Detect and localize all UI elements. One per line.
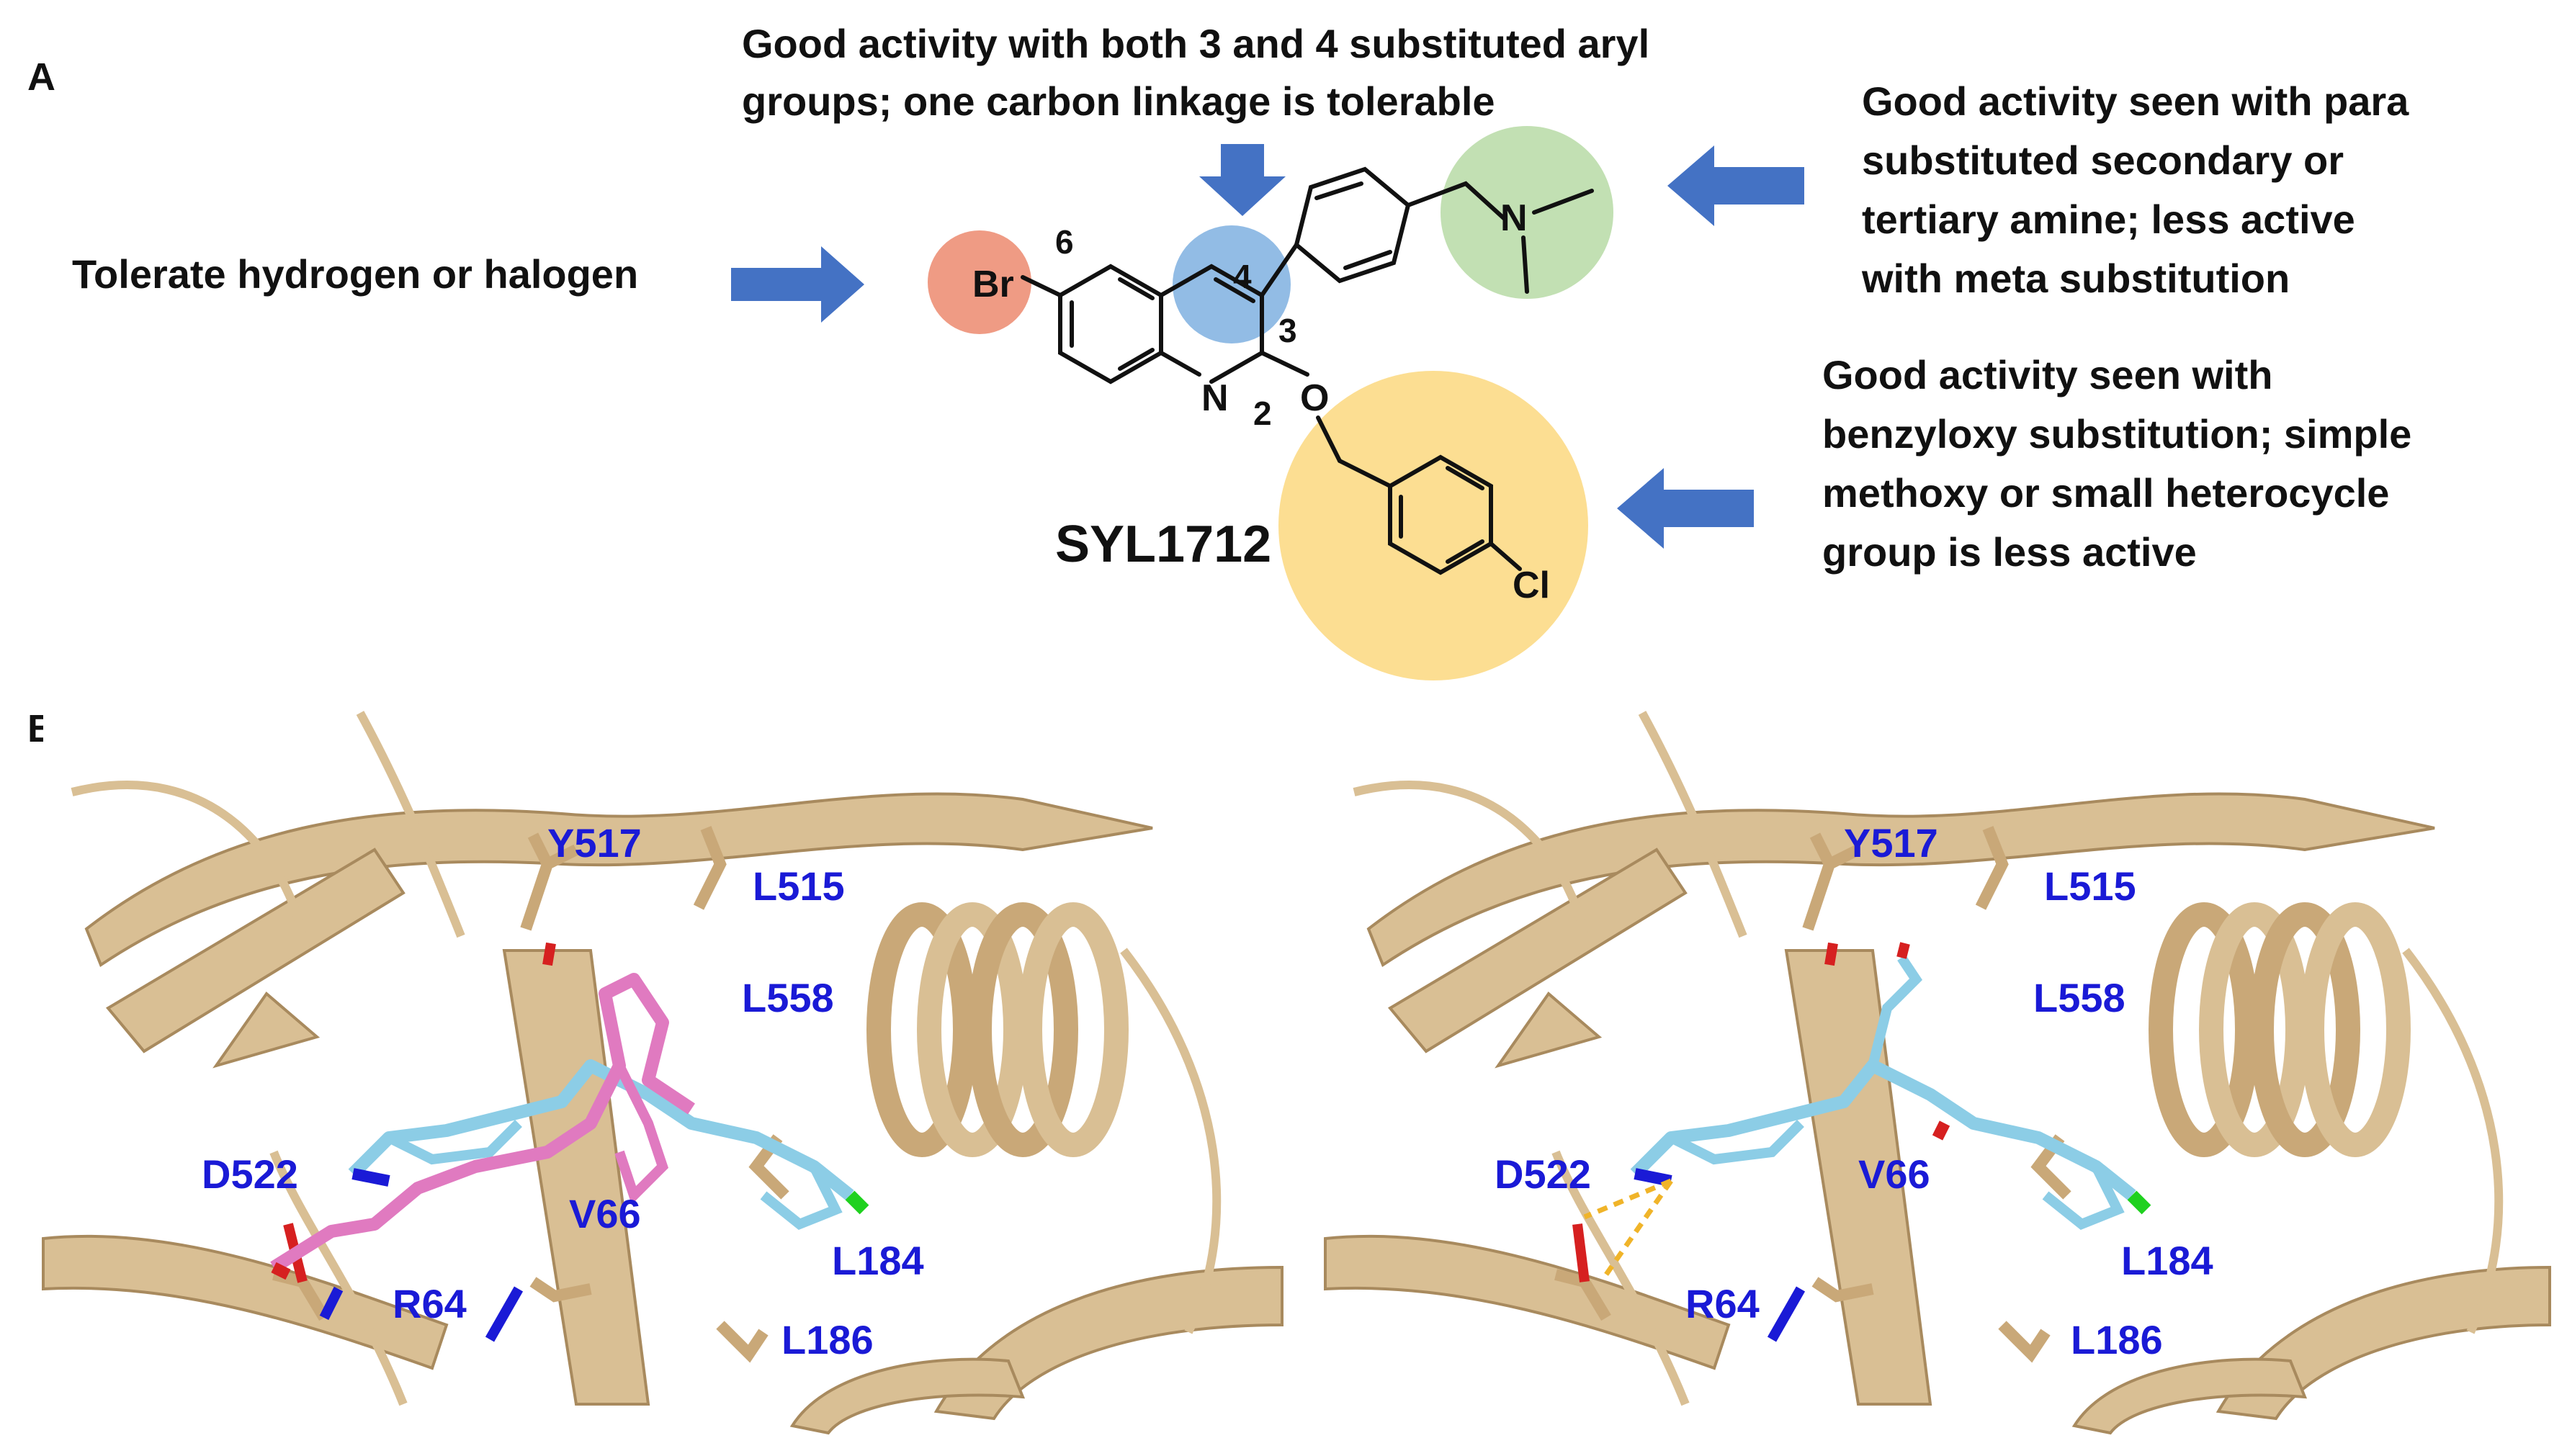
- residue-label-c-l558: L558: [2033, 975, 2125, 1020]
- position-4-label: 4: [1233, 258, 1252, 295]
- panel-a-label: A: [27, 55, 55, 99]
- residue-label-c-l515: L515: [2044, 863, 2136, 909]
- annotation-left: Tolerate hydrogen or halogen: [72, 251, 638, 297]
- arrow-right-icon: [731, 246, 864, 323]
- panel-b-protein-view: [42, 706, 1284, 1435]
- arrow-down-icon: [1199, 144, 1286, 216]
- panel-c-protein-view: [1324, 706, 2551, 1435]
- annotation-top-line2: groups; one carbon linkage is tolerable: [742, 78, 1495, 124]
- benzyl-highlight-circle: [1278, 371, 1588, 680]
- annotation-right-bottom-line1: Good activity seen with: [1822, 352, 2272, 397]
- residue-label-b-v66: V66: [569, 1191, 641, 1236]
- annotation-right-top-line1: Good activity seen with para: [1862, 78, 2409, 124]
- annotation-right-bottom-line4: group is less active: [1822, 529, 2197, 575]
- arrow-left-icon: [1617, 468, 1754, 549]
- sy-molecule-structure: [1021, 166, 1594, 575]
- position-2-label: 2: [1253, 395, 1272, 432]
- residue-label-c-v66: V66: [1858, 1151, 1930, 1197]
- atom-o-label: O: [1300, 377, 1329, 419]
- annotation-right-top-line2: substituted secondary or: [1862, 138, 2344, 183]
- residue-label-b-l186: L186: [781, 1317, 874, 1362]
- annotation-right-bottom-line2: benzyloxy substitution; simple: [1822, 411, 2411, 457]
- atom-n-ring-label: N: [1201, 377, 1229, 419]
- atom-cl-label: Cl: [1513, 565, 1550, 606]
- residue-label-b-l558: L558: [742, 975, 834, 1020]
- residue-label-b-l184: L184: [832, 1238, 924, 1283]
- residue-label-b-r64: R64: [393, 1281, 467, 1326]
- position-6-label: 6: [1055, 223, 1074, 261]
- atom-n-amine-label: N: [1500, 197, 1528, 239]
- residue-label-b-l515: L515: [753, 863, 845, 909]
- annotation-right-top-line4: with meta substitution: [1861, 256, 2290, 301]
- atom-br-label: Br: [972, 264, 1014, 305]
- amine-highlight-circle: [1441, 126, 1613, 299]
- position-3-label: 3: [1278, 312, 1297, 349]
- residue-label-b-d522: D522: [202, 1151, 298, 1197]
- arrow-left-icon: [1667, 145, 1804, 226]
- residue-label-b-y517: Y517: [547, 820, 642, 866]
- residue-label-c-l186: L186: [2071, 1317, 2163, 1362]
- annotation-right-bottom-line3: methoxy or small heterocycle: [1822, 470, 2389, 516]
- position-4-highlight-circle: [1173, 225, 1291, 343]
- residue-label-c-l184: L184: [2121, 1238, 2213, 1283]
- annotation-top-line1: Good activity with both 3 and 4 substitu…: [742, 21, 1649, 66]
- annotation-right-top-line3: tertiary amine; less active: [1862, 197, 2355, 242]
- residue-label-c-y517: Y517: [1844, 820, 1938, 866]
- residue-label-c-d522: D522: [1495, 1151, 1591, 1197]
- compound-name: SYL1712: [1055, 516, 1271, 573]
- bromine-highlight-circle: [928, 230, 1031, 334]
- residue-label-c-r64: R64: [1685, 1281, 1760, 1326]
